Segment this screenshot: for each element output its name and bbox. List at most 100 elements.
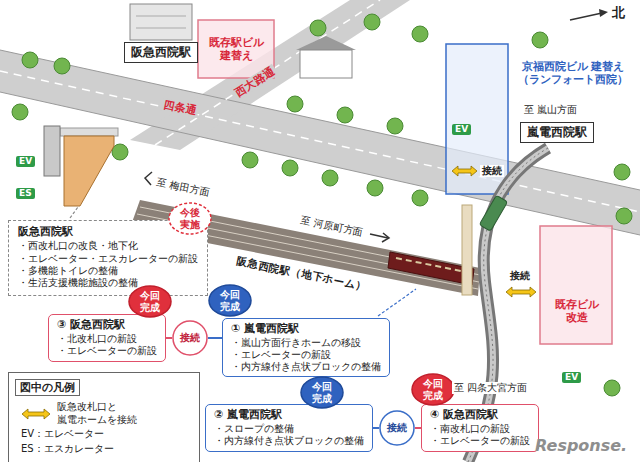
train-window bbox=[396, 258, 466, 272]
renovation-note: 既存ビル 改造 bbox=[552, 298, 603, 324]
tree bbox=[12, 104, 28, 120]
nishioji-road bbox=[130, 0, 410, 150]
bullet-text: ・エレベーター・エスカレーターの新設 bbox=[18, 253, 198, 265]
node-text: 今後 実施 bbox=[178, 207, 202, 230]
house-roof bbox=[296, 36, 356, 50]
tree bbox=[532, 32, 548, 48]
tree bbox=[387, 118, 403, 134]
keifuku-building-outline bbox=[446, 44, 508, 194]
randen-tram bbox=[479, 195, 507, 231]
tree bbox=[282, 160, 298, 176]
tree bbox=[614, 164, 630, 180]
bullet-text: ・北改札口の新設 bbox=[57, 333, 157, 345]
tree bbox=[287, 96, 303, 112]
connect-circle: 接続 bbox=[172, 320, 208, 356]
connector bbox=[373, 427, 379, 429]
status-bubble-shape bbox=[129, 286, 171, 317]
bullet-text: ・スロープの整備 bbox=[214, 423, 364, 435]
direction-label: 至 四条大宮方面 bbox=[452, 382, 529, 394]
box-title: ② 嵐電西院駅 bbox=[214, 408, 364, 422]
legend-text: ES：エスカレーター bbox=[21, 443, 114, 456]
ev-badge: EV bbox=[452, 124, 471, 135]
node-text: 今回 完成 bbox=[218, 289, 242, 312]
work-box: ④ 阪急西院駅・南改札口の新設・エレベーターの新設 bbox=[421, 404, 539, 452]
tree bbox=[616, 208, 632, 224]
bullet-text: ・生活支援機能施設の整備 bbox=[18, 277, 198, 289]
tree bbox=[367, 180, 383, 196]
ev-badge: EV bbox=[16, 156, 35, 167]
bullet-text: ・エレベーターの新設 bbox=[57, 345, 157, 357]
legend-box: 図中の凡例阪急改札口と 嵐電ホームを接続 EV：エレベーター ES：エスカレーター bbox=[8, 372, 200, 462]
legend-row: EV：エレベーター bbox=[21, 428, 193, 441]
tree bbox=[337, 107, 353, 123]
direction-arrow bbox=[145, 172, 152, 185]
legend-text: 阪急改札口と 嵐電ホームを接続 bbox=[57, 401, 143, 426]
lane-mark bbox=[0, 71, 640, 212]
randen-building-outline bbox=[540, 226, 612, 344]
connection-label: 接続 bbox=[508, 270, 532, 282]
work-box: ② 嵐電西院駅・スロープの整備・内方線付き点状ブロックの整備 bbox=[205, 404, 373, 452]
connection-arrow bbox=[22, 409, 50, 419]
connection-arrow bbox=[506, 287, 536, 297]
house bbox=[300, 50, 352, 78]
tree bbox=[364, 14, 380, 30]
work-box: ① 嵐電西院駅・嵐山方面行きホームの移設・エレベーターの新設・内方線付き点状ブロ… bbox=[222, 318, 390, 377]
status-bubble: 今回 完成 bbox=[208, 284, 252, 317]
connection-arrow bbox=[452, 166, 477, 176]
status-bubble: 今回 完成 bbox=[300, 376, 344, 409]
north-arrow bbox=[570, 13, 602, 20]
status-bubble: 今後 実施 bbox=[168, 202, 212, 235]
status-bubble-shape bbox=[209, 285, 251, 316]
leader-line bbox=[70, 207, 78, 218]
direction-label: 至 梅田方面 bbox=[154, 176, 212, 199]
building-window bbox=[136, 28, 186, 29]
bullet-text: ・南改札口の新設 bbox=[430, 423, 530, 435]
direction-arrow bbox=[382, 233, 389, 242]
hankyu-station-building bbox=[130, 4, 192, 40]
node-text: 接続 bbox=[387, 421, 407, 435]
status-bubble: 今回 完成 bbox=[128, 285, 172, 318]
bullet-text: ・西改札口の改良・地下化 bbox=[18, 240, 198, 252]
es-badge: ES bbox=[16, 188, 35, 199]
legend-title: 図中の凡例 bbox=[15, 379, 80, 396]
bullet-text: ・多機能トイレの整備 bbox=[18, 265, 198, 277]
connect-circle-shape bbox=[380, 411, 414, 445]
tree bbox=[412, 190, 428, 206]
hankyu-train bbox=[388, 252, 474, 285]
node-text: 今回 完成 bbox=[310, 381, 334, 404]
bullet-text: ・内方線付き点状ブロックの整備 bbox=[231, 361, 381, 373]
tree bbox=[112, 144, 128, 160]
box-title: ① 嵐電西院駅 bbox=[231, 322, 381, 336]
watermark: Response. bbox=[535, 436, 627, 455]
connector bbox=[208, 337, 222, 339]
status-bubble-shape bbox=[301, 377, 343, 408]
legend-arrow-sample bbox=[21, 407, 51, 421]
ev-badge: EV bbox=[562, 372, 581, 383]
leader-line bbox=[378, 289, 416, 316]
node-text: 今回 完成 bbox=[421, 378, 445, 401]
road-edge bbox=[0, 92, 640, 235]
tree bbox=[412, 26, 428, 42]
connect-circle: 接続 bbox=[379, 410, 415, 446]
building-window bbox=[136, 16, 186, 17]
elevator-tower bbox=[44, 126, 60, 176]
north-label: 北 bbox=[612, 5, 625, 21]
bullet-text: ・エレベーターの新設 bbox=[231, 349, 381, 361]
connect-circle-shape bbox=[173, 321, 207, 355]
escalator bbox=[64, 136, 114, 206]
connection-label: 接続 bbox=[480, 165, 504, 177]
tree bbox=[310, 20, 326, 36]
box-title: ④ 阪急西院駅 bbox=[430, 408, 530, 422]
status-bubble-shape bbox=[169, 203, 211, 234]
bullet-text: ・エレベーターの新設 bbox=[430, 435, 530, 447]
box-title: 阪急西院駅 bbox=[18, 225, 198, 239]
node-text: 今回 完成 bbox=[138, 290, 162, 313]
connector bbox=[166, 337, 172, 339]
legend-row: 阪急改札口と 嵐電ホームを接続 bbox=[21, 401, 193, 426]
randen-platform bbox=[462, 205, 472, 295]
node-text: 接続 bbox=[180, 331, 200, 345]
tree bbox=[22, 52, 38, 68]
tree bbox=[604, 380, 620, 396]
node-text: 阪急西院駅 bbox=[131, 45, 191, 60]
station-name-box: 嵐電西院駅 bbox=[520, 122, 594, 143]
